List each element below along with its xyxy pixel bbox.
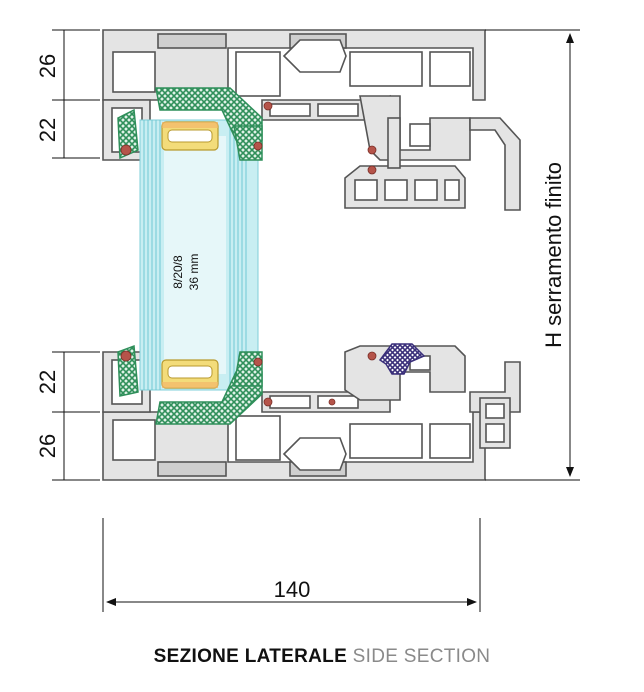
- glass-unit: [139, 119, 259, 391]
- bottom-weather-seal: [378, 343, 426, 375]
- glass-spacer-top: [161, 121, 219, 151]
- bottom-frame-profile: [102, 411, 486, 481]
- glass-thickness-label: 36 mm: [187, 254, 201, 291]
- glass-composition-label: 8/20/8: [171, 255, 185, 289]
- seal-spots: [120, 101, 377, 407]
- caption-title-bold: SEZIONE LATERALE: [153, 646, 348, 667]
- height-dimension-line: [485, 29, 580, 481]
- caption-title-light: SIDE SECTION: [352, 646, 491, 667]
- dim-height-label: H serramento finito: [541, 162, 566, 348]
- dim-top-outer: 26: [35, 54, 60, 78]
- width-dimension-line: [102, 518, 481, 612]
- dim-bottom-outer: 26: [35, 434, 60, 458]
- section-caption: SEZIONE LATERALE SIDE SECTION: [0, 646, 644, 668]
- dim-bottom-inner: 22: [35, 370, 60, 394]
- glass-spacer-bottom: [161, 359, 219, 389]
- dim-top-inner: 22: [35, 118, 60, 142]
- left-dimension-lines: [52, 29, 100, 481]
- top-frame-profile: [102, 29, 486, 101]
- dim-width: 140: [274, 577, 311, 602]
